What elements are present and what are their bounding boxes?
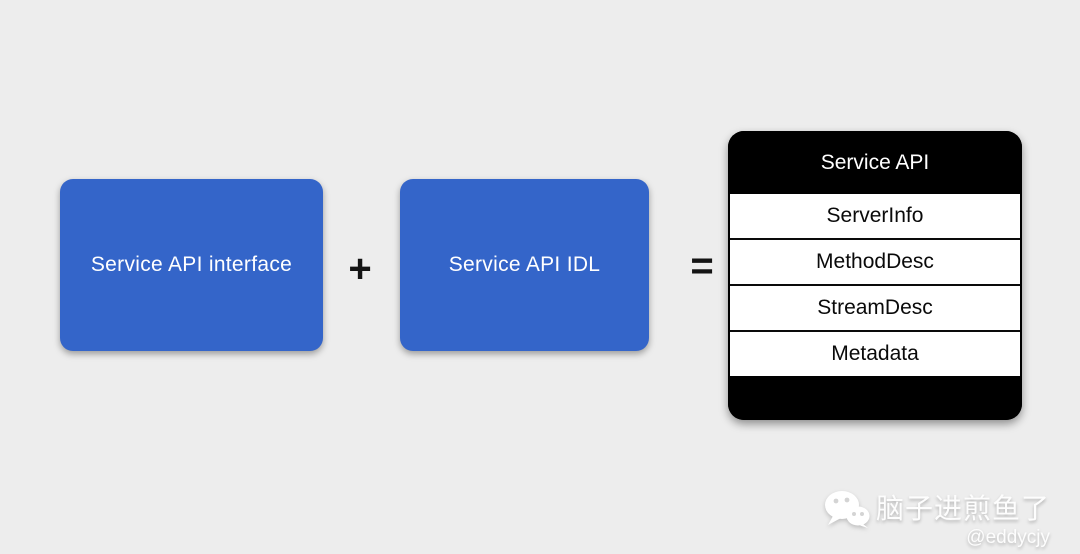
service-api-interface-box: Service API interface <box>60 179 323 351</box>
result-row-methoddesc: MethodDesc <box>730 240 1020 286</box>
equals-operator: = <box>690 244 714 288</box>
result-box-footer <box>728 376 1022 420</box>
watermark: 脑子进煎鱼了 @eddycjy <box>824 490 1050 550</box>
result-box-rows: ServerInfo MethodDesc StreamDesc Metadat… <box>728 194 1022 376</box>
result-box-header: Service API <box>728 131 1022 194</box>
service-api-interface-label: Service API interface <box>90 253 293 276</box>
result-row-metadata: Metadata <box>730 332 1020 376</box>
result-row-serverinfo: ServerInfo <box>730 194 1020 240</box>
plus-operator: + <box>348 247 372 291</box>
result-row-streamdesc: StreamDesc <box>730 286 1020 332</box>
service-api-idl-label: Service API IDL <box>448 253 601 276</box>
watermark-top-row: 脑子进煎鱼了 <box>824 490 1050 528</box>
service-api-result-box: Service API ServerInfo MethodDesc Stream… <box>728 131 1022 420</box>
watermark-handle: @eddycjy <box>966 527 1050 548</box>
wechat-icon <box>824 491 870 528</box>
watermark-name: 脑子进煎鱼了 <box>875 493 1050 524</box>
service-api-idl-box: Service API IDL <box>400 179 649 351</box>
